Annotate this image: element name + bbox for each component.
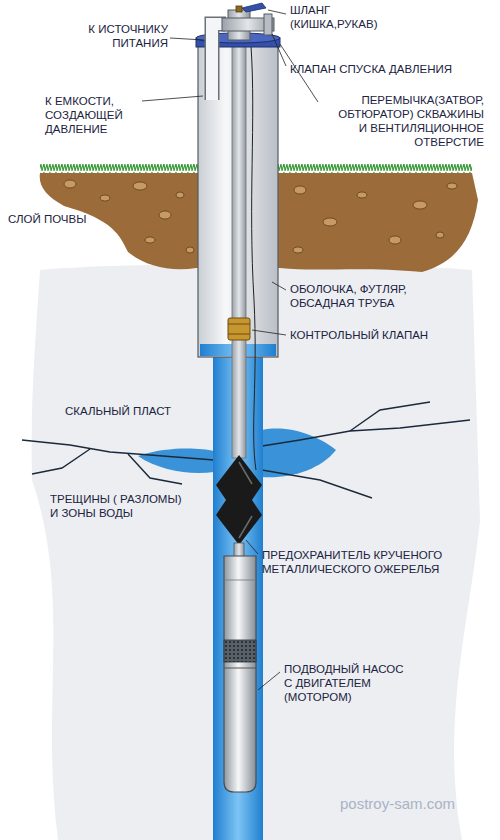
grass <box>278 164 472 173</box>
part-label: ОБОЛОЧКА, ФУТЛЯР, ОБСАДНАЯ ТРУБА <box>290 282 409 310</box>
check-valve <box>228 318 250 340</box>
part-label: КЛАПАН СПУСКА ДАВЛЕНИЯ <box>290 62 455 76</box>
power-cable <box>251 46 256 470</box>
part-label: ПОДВОДНЫЙ НАСОС С ДВИГАТЕЛЕМ (МОТОРОМ) <box>284 662 406 704</box>
grass <box>40 164 198 173</box>
part-label: СКАЛЬНЫЙ ПЛАСТ <box>65 404 174 418</box>
part-label: КОНТРОЛЬНЫЙ КЛАПАН <box>290 328 431 342</box>
part-label: СЛОЙ ПОЧВЫ <box>8 212 89 226</box>
well-head <box>196 3 280 100</box>
part-label: ПЕРЕМЫЧКА(ЗАТВОР, ОБТЮРАТОР) СКВАЖИНЫ И … <box>336 93 484 149</box>
rock-region <box>32 264 480 840</box>
leader-lines <box>142 10 318 690</box>
part-label: ШЛАНГ (КИШКА,РУКАВ) <box>290 3 303 31</box>
submersible-pump <box>224 556 256 792</box>
part-label: ПРЕДОХРАНИТЕЛЬ КРУЧЕНОГО МЕТАЛЛИЧЕСКОГО … <box>262 548 445 576</box>
torque-arrestor <box>216 455 262 557</box>
drop-pipe <box>232 40 246 458</box>
part-label: К ИСТОЧНИКУ ПИТАНИЯ <box>86 22 168 50</box>
part-label: ТРЕЩИНЫ ( РАЗЛОМЫ) И ЗОНЫ ВОДЫ <box>50 492 184 520</box>
watermark: postroy-sam.com <box>340 795 458 813</box>
part-label: К ЕМКОСТИ, СОЗДАЮЩЕЙ ДАВЛЕНИЕ <box>45 94 117 136</box>
